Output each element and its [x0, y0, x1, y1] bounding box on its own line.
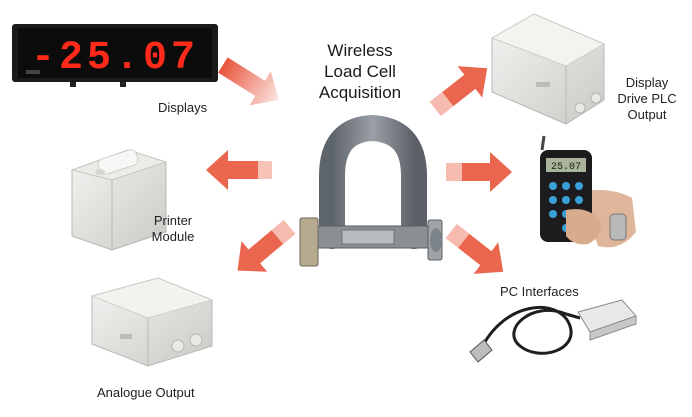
title-line-1: Wireless	[327, 41, 393, 60]
analogue-output-image	[90, 277, 214, 367]
label-printer-line-1: Printer	[153, 213, 193, 228]
arrow-to-display-drive	[426, 66, 488, 119]
display-drive-box-image	[490, 13, 606, 125]
label-displays: Displays	[158, 100, 208, 115]
handheld-readout: 25.07	[551, 162, 581, 173]
label-pc-interfaces: PC Interfaces	[500, 284, 579, 299]
printer-module-image	[70, 149, 168, 251]
arrow-to-analogue	[237, 217, 299, 272]
label-display-drive-plc: Display Drive PLC Output	[606, 75, 688, 123]
title-line-3: Acquisition	[318, 83, 402, 102]
label-analogue-output: Analogue Output	[97, 385, 195, 400]
handheld-unit-image	[540, 135, 636, 248]
label-display-drive-line-1: Display	[625, 75, 669, 90]
shackle-load-cell-image	[299, 114, 443, 267]
diagram-title: Wireless Load Cell Acquisition	[300, 40, 420, 103]
label-printer-module: Printer Module	[140, 213, 206, 245]
label-display-drive-line-3: Output	[627, 107, 667, 122]
arrow-to-handheld	[442, 152, 512, 192]
arrow-to-displays	[218, 57, 279, 106]
arrow-to-pc-interfaces	[442, 221, 504, 274]
label-printer-line-2: Module	[151, 229, 195, 244]
label-display-drive-line-2: Drive PLC	[617, 91, 677, 106]
arrow-to-printer	[206, 150, 278, 190]
led-display-readout: -25.07	[31, 36, 199, 81]
title-line-2: Load Cell	[324, 62, 396, 81]
pc-interface-image	[469, 299, 637, 363]
led-display-image	[12, 24, 218, 87]
